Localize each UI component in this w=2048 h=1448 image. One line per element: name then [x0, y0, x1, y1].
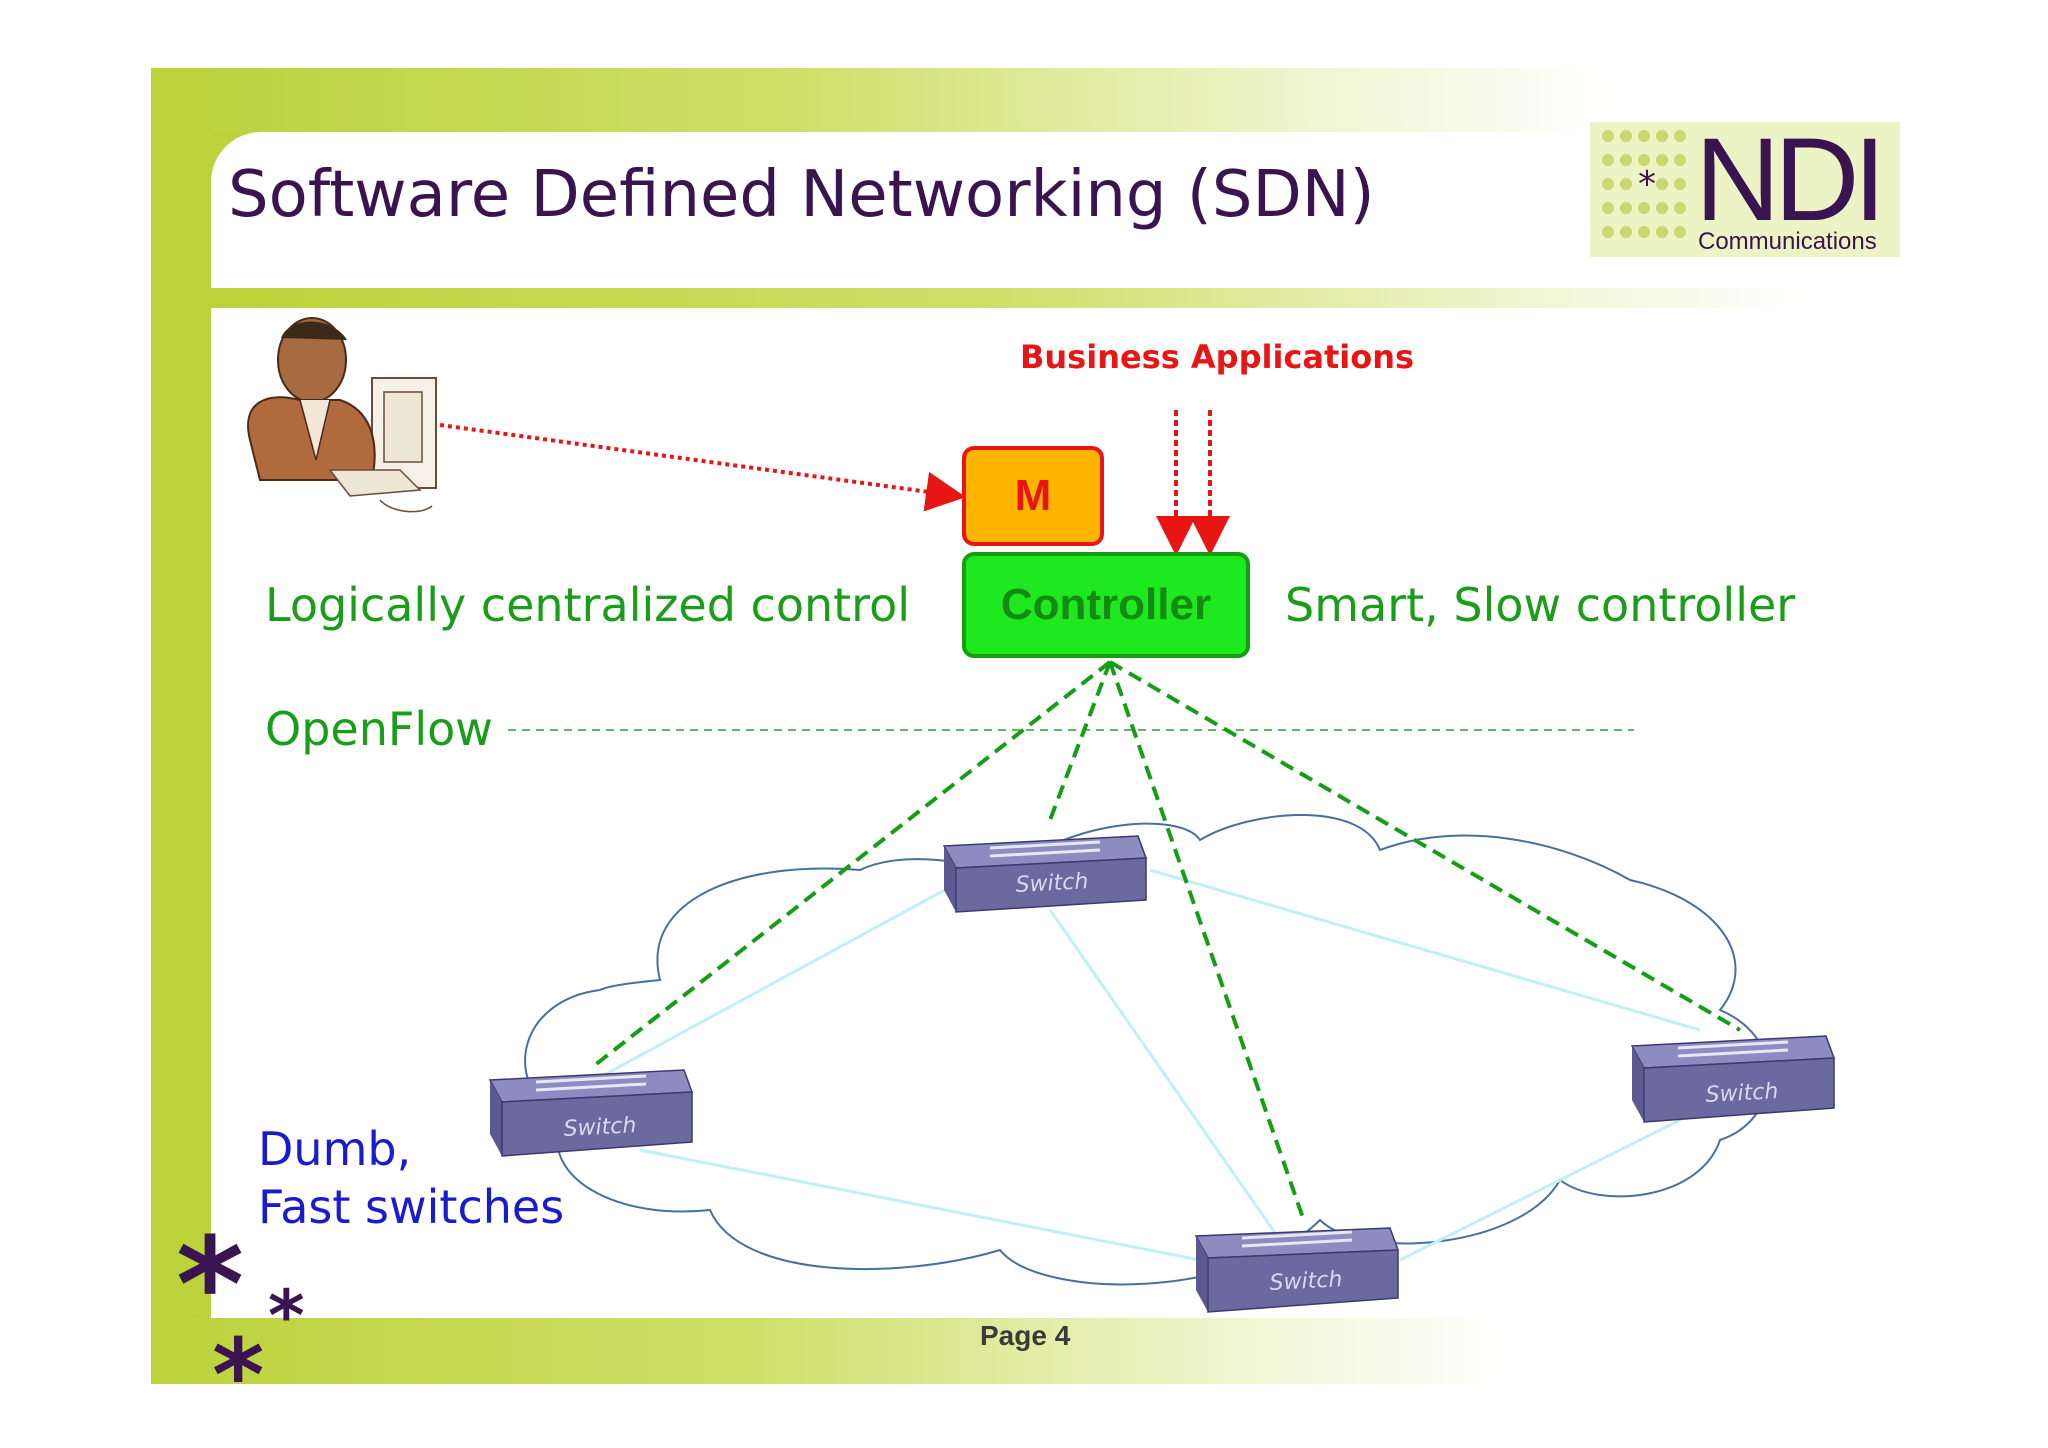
frame-corner	[211, 132, 261, 182]
controller-box: Controller	[962, 552, 1250, 658]
user-at-computer-icon	[247, 317, 437, 513]
ndi-logo: * NDI Communications	[1590, 114, 1900, 257]
fast-switches-label: Fast switches	[258, 1180, 565, 1234]
left-frame-band	[151, 68, 211, 1384]
bottom-frame-band	[151, 1318, 1511, 1384]
dumb-label: Dumb,	[258, 1122, 412, 1176]
business-applications-label: Business Applications	[1020, 338, 1415, 376]
logo-ndi-text: NDI	[1695, 114, 1886, 246]
asterisk-decoration-icon: * * *	[176, 1209, 305, 1434]
switch-left-label: Switch	[563, 1113, 637, 1142]
switch-bottom-label: Switch	[1269, 1267, 1343, 1296]
page-number: Page 4	[980, 1320, 1071, 1351]
management-box: M	[962, 446, 1104, 546]
openflow-label: OpenFlow	[265, 702, 493, 756]
logo-dots-icon: *	[1590, 122, 1900, 257]
slide-background	[151, 68, 1907, 1384]
control-links	[593, 660, 1742, 1219]
switch-right	[1630, 1035, 1836, 1123]
slide-title: Software Defined Networking (SDN)	[228, 158, 1375, 232]
switch-top-label: Switch	[1015, 869, 1089, 898]
switch-links	[594, 858, 1721, 1262]
svg-text:*: *	[176, 1209, 244, 1361]
switch-right-label: Switch	[1705, 1079, 1779, 1108]
switch-top	[942, 835, 1148, 913]
top-frame-band	[151, 68, 1611, 132]
logo-tagline: Communications	[1698, 228, 1877, 255]
svg-text:*: *	[1638, 164, 1656, 205]
network-cloud	[524, 814, 1770, 1286]
svg-text:*: *	[268, 1275, 305, 1357]
switch-bottom	[1194, 1227, 1400, 1313]
centralized-control-label: Logically centralized control	[265, 578, 910, 632]
title-underline-bar	[211, 288, 1811, 308]
smart-controller-label: Smart, Slow controller	[1285, 578, 1796, 632]
svg-text:*: *	[212, 1317, 264, 1434]
user-to-m-arrow	[439, 423, 966, 512]
switch-left	[488, 1069, 694, 1157]
